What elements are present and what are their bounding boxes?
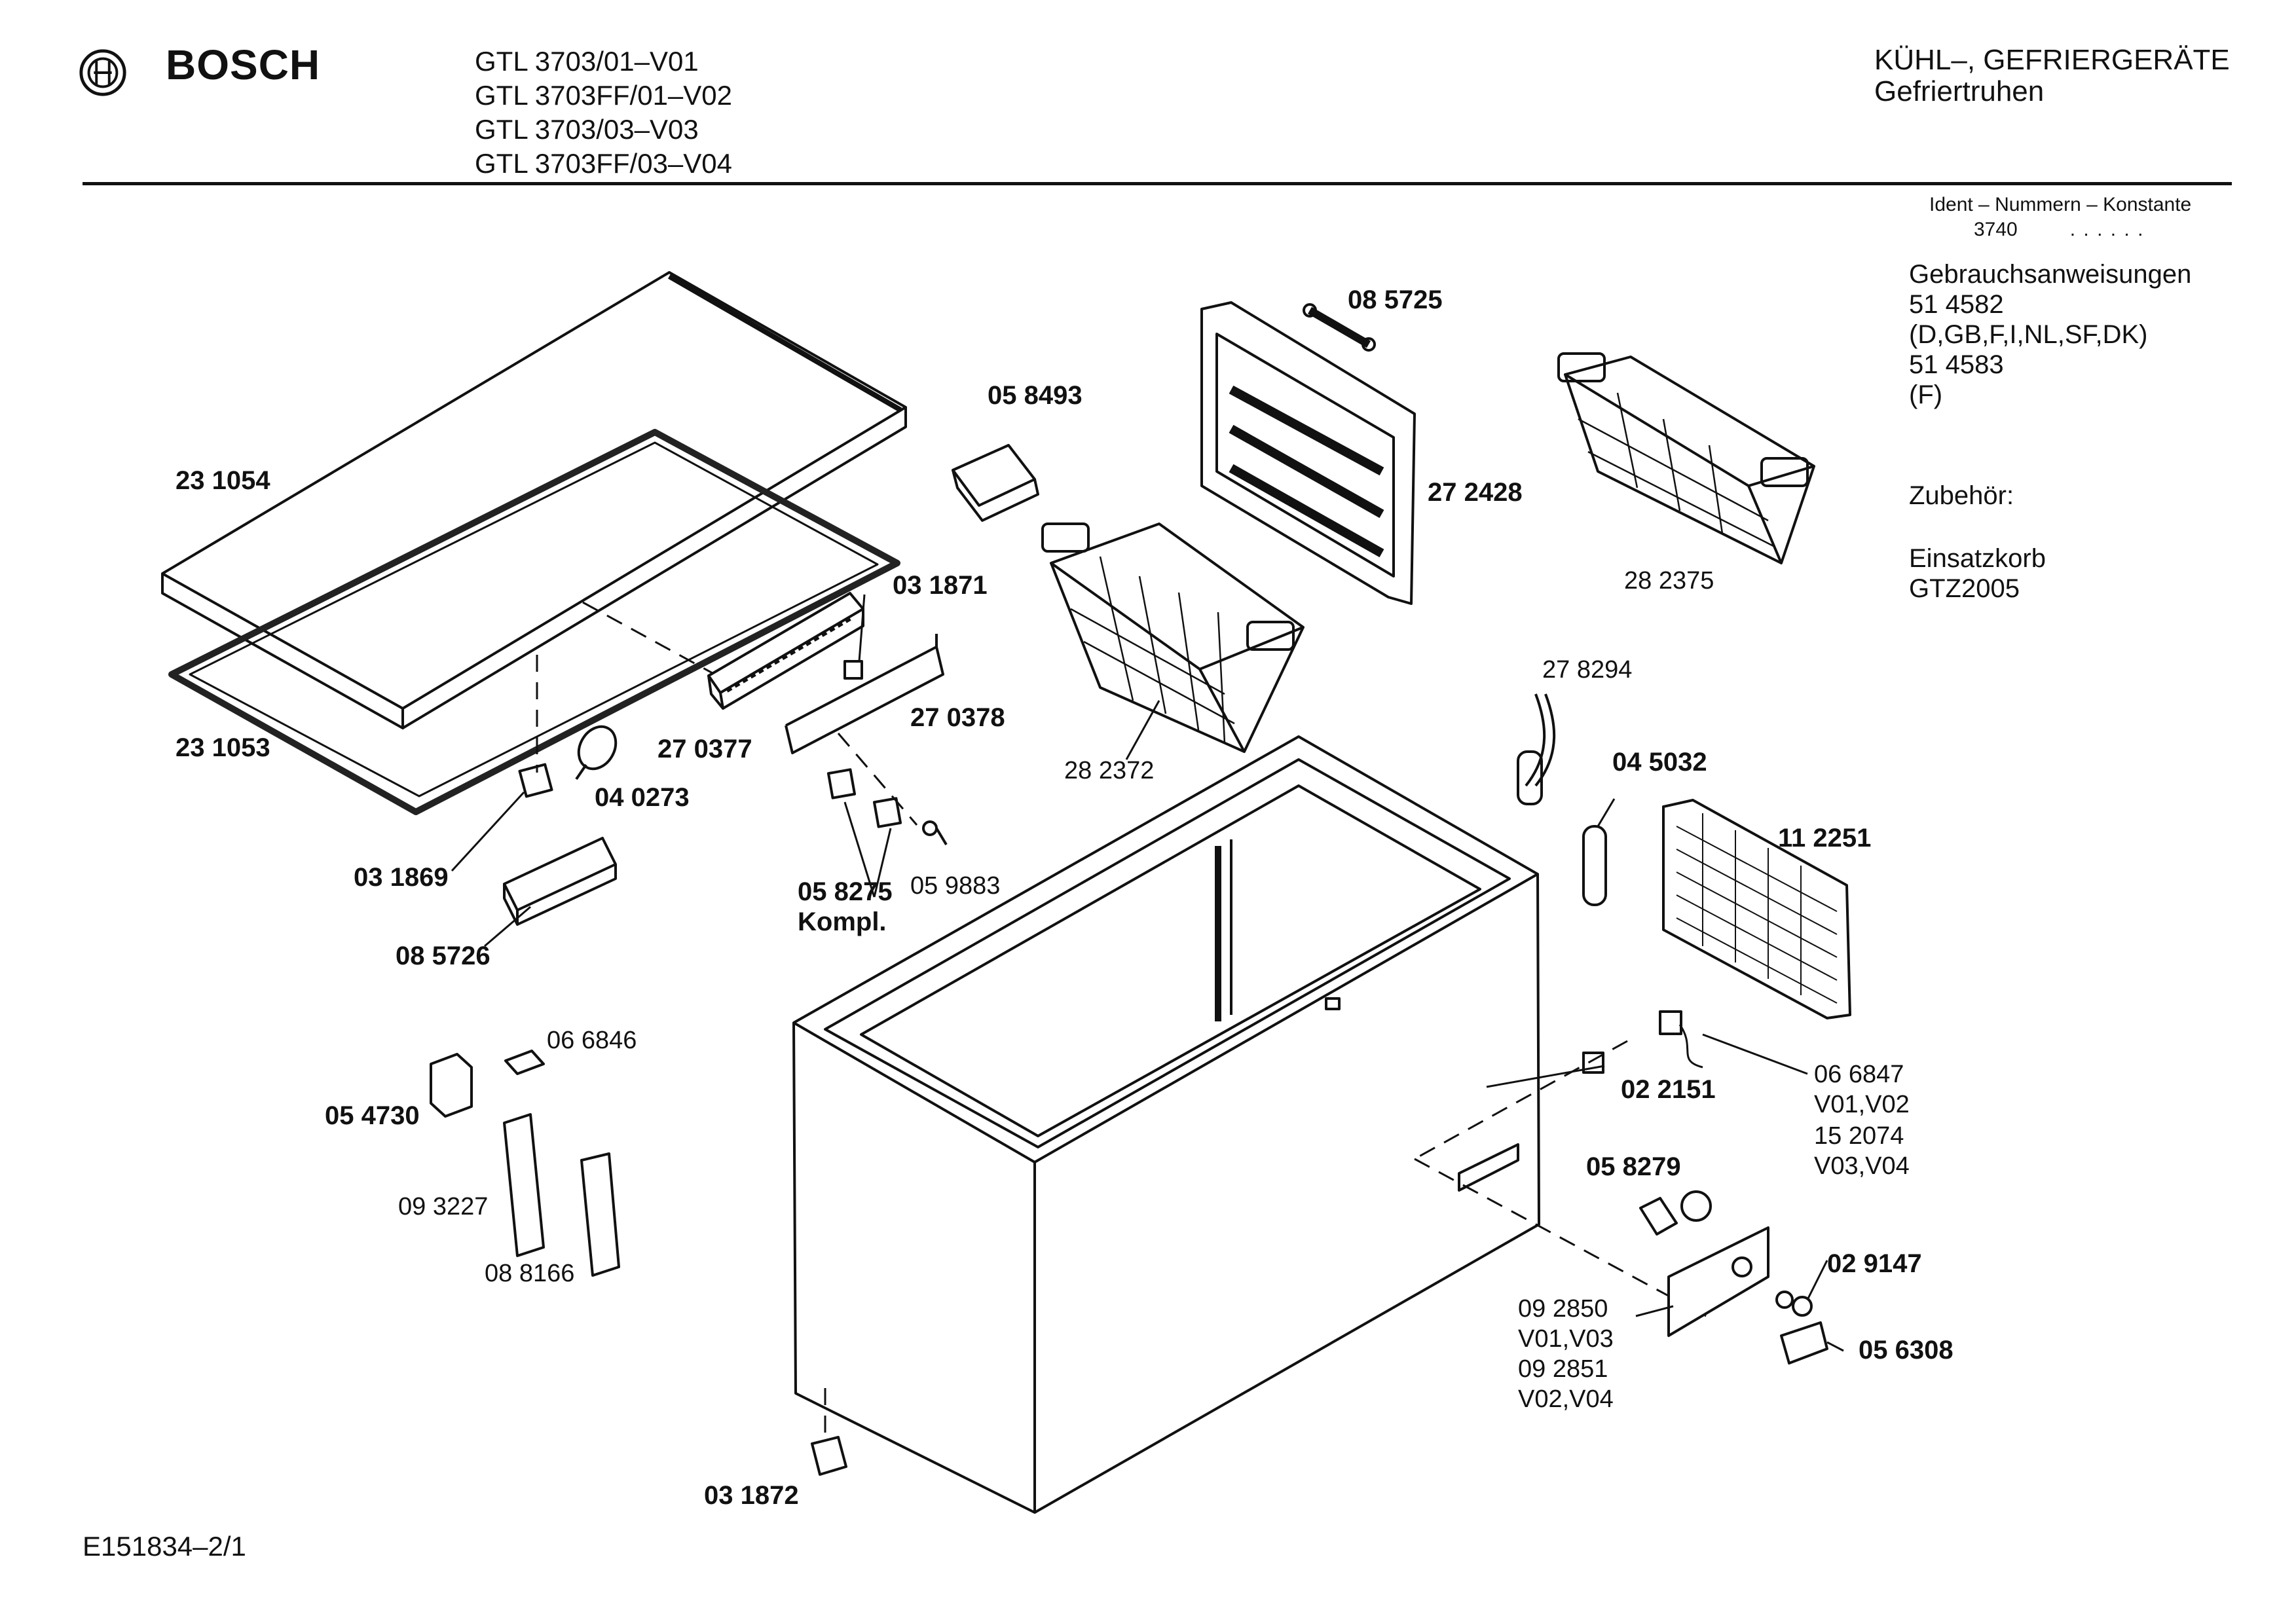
- part-label: 27 2428: [1428, 478, 1523, 507]
- model-line: GTL 3703/03–V03: [475, 114, 699, 145]
- document-code: E151834–2/1: [83, 1531, 246, 1562]
- manual-languages: (F): [1909, 380, 1943, 409]
- sensor-tube-drawing: [1517, 693, 1556, 805]
- part-label: 27 0378: [910, 703, 1005, 732]
- manual-code: 51 4583: [1909, 350, 2004, 379]
- part-label: 03 1869: [354, 863, 449, 892]
- divider-panel-drawing: [1200, 301, 1416, 605]
- lock-parts-drawing: [826, 768, 948, 846]
- part-label: 11 2251: [1778, 824, 1872, 852]
- rod-drawing: [1303, 303, 1376, 352]
- ident-block: Ident – Nummern – Konstante 3740 . . . . …: [1929, 192, 2191, 242]
- bosch-armature-logo-icon: [79, 49, 126, 96]
- condenser-grille-drawing: [1662, 799, 1851, 1019]
- hinge-pin-drawing: [843, 660, 863, 680]
- category-title: KÜHL–, GEFRIERGERÄTE: [1874, 44, 2230, 76]
- part-label: 27 0377: [657, 735, 752, 763]
- part-label: 28 2375: [1624, 567, 1714, 595]
- part-label: 28 2372: [1064, 757, 1155, 784]
- manual-languages: (D,GB,F,I,NL,SF,DK): [1909, 320, 2148, 349]
- bracket-drawing: [952, 444, 1039, 522]
- part-label: 09 2851: [1518, 1355, 1608, 1383]
- model-line: GTL 3703FF/03–V04: [475, 148, 733, 179]
- part-label: 27 8294: [1542, 656, 1633, 684]
- ident-label: Ident – Nummern – Konstante: [1929, 194, 2192, 215]
- accessory-name: Einsatzkorb: [1909, 544, 2046, 573]
- part-label: 23 1054: [176, 466, 270, 495]
- hinge-parts-drawing: [430, 1050, 620, 1277]
- part-label: 04 0273: [595, 783, 690, 812]
- basket-drawing: [1041, 522, 1305, 753]
- accessory-code: GTZ2005: [1909, 574, 2020, 603]
- model-list: GTL 3703/01–V01 GTL 3703FF/01–V02 GTL 37…: [475, 45, 732, 181]
- part-label: 06 6846: [547, 1027, 637, 1054]
- part-label: 05 8279: [1586, 1152, 1681, 1181]
- model-line: GTL 3703FF/01–V02: [475, 80, 733, 111]
- info-block: Gebrauchsanweisungen 51 4582 (D,GB,F,I,N…: [1909, 259, 2191, 604]
- part-label: 02 9147: [1827, 1249, 1922, 1278]
- part-variant-label: V01,V02: [1814, 1091, 1910, 1118]
- part-label: 05 8493: [988, 381, 1083, 410]
- lamp-switch-drawing: [518, 725, 618, 798]
- part-label: 06 6847: [1814, 1061, 1904, 1088]
- chest-body-drawing: [792, 735, 1540, 1514]
- part-variant-label: V02,V04: [1518, 1385, 1614, 1413]
- part-label: 08 5726: [396, 942, 491, 970]
- part-label: 08 8166: [485, 1260, 575, 1287]
- part-label: 02 2151: [1621, 1075, 1716, 1104]
- part-label: 09 2850: [1518, 1295, 1608, 1323]
- basket-drawing-2: [1557, 352, 1815, 564]
- part-label: Kompl.: [798, 907, 887, 936]
- foot-drawing: [811, 1436, 847, 1476]
- part-label: 05 8275: [798, 877, 893, 906]
- ident-value: 3740: [1974, 219, 2018, 240]
- ident-row: 3740 . . . . . .: [1929, 217, 2191, 242]
- accessories-title: Zubehör:: [1909, 481, 2014, 510]
- handle-strip-drawing: [785, 634, 944, 754]
- model-line: GTL 3703/01–V01: [475, 46, 699, 77]
- lamp-cover-drawing: [503, 837, 617, 926]
- ident-dots: . . . . . .: [2069, 219, 2145, 240]
- part-label: 15 2074: [1814, 1122, 1904, 1150]
- part-label: 05 4730: [325, 1101, 420, 1130]
- brand-name: BOSCH: [166, 41, 321, 88]
- part-label: 09 3227: [398, 1193, 489, 1220]
- thermostat-parts-drawing: [1582, 1010, 1828, 1365]
- part-variant-label: V03,V04: [1814, 1152, 1910, 1180]
- manuals-title: Gebrauchsanweisungen: [1909, 260, 2192, 289]
- part-label: 03 1872: [704, 1481, 799, 1510]
- part-label: 03 1871: [893, 571, 988, 600]
- part-variant-label: V01,V03: [1518, 1325, 1614, 1353]
- element-drawing: [1582, 825, 1607, 906]
- header-divider: [83, 182, 2232, 185]
- lid-drawing: [161, 271, 907, 729]
- part-label: 08 5725: [1348, 285, 1443, 314]
- gasket-drawing: [168, 429, 900, 815]
- manual-code: 51 4582: [1909, 290, 2004, 319]
- category-subtitle: Gefriertruhen: [1874, 75, 2045, 107]
- part-label: 05 9883: [910, 872, 1001, 900]
- part-label: 04 5032: [1612, 748, 1707, 777]
- part-label: 23 1053: [176, 733, 270, 762]
- part-label: 05 6308: [1859, 1336, 1953, 1365]
- category-block: KÜHL–, GEFRIERGERÄTE Gefriertruhen: [1874, 45, 2230, 107]
